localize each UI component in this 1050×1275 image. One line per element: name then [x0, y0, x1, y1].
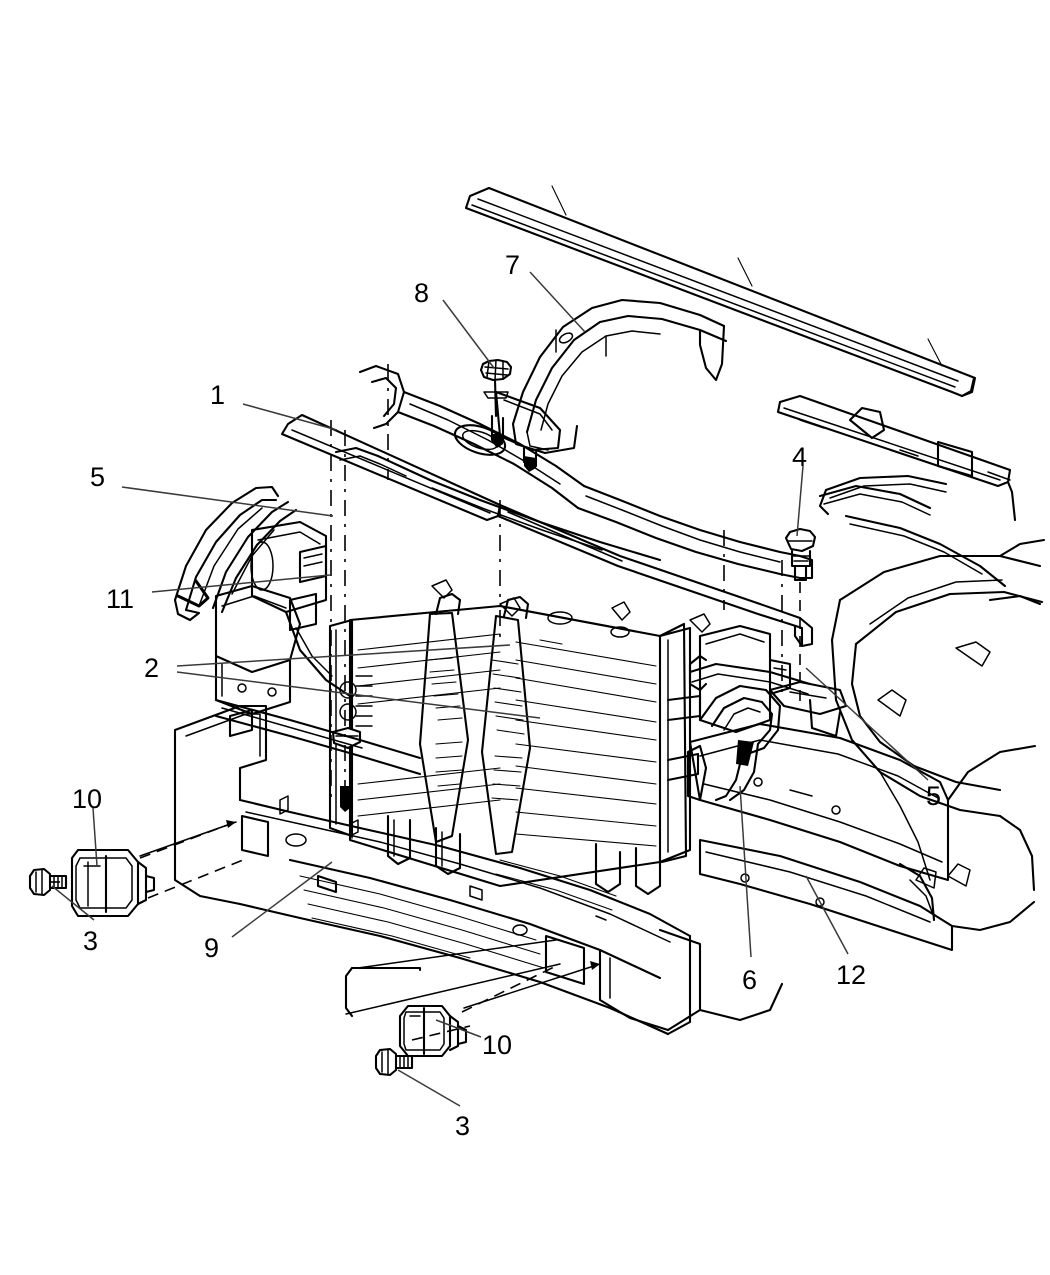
alignment-dashed-lines [330, 364, 783, 800]
callout-label-6: 6 [742, 965, 758, 995]
callout-label-3-right: 3 [455, 1111, 471, 1141]
callout-label-4: 4 [792, 442, 808, 472]
part-5-left-grille-reinforcement [173, 485, 280, 622]
upper-right-reinforcement [818, 474, 948, 516]
callout-label-5-left: 5 [90, 462, 106, 492]
part-12-frame-rail-and-supports [686, 662, 954, 952]
part-8-push-pin-retainer [479, 358, 513, 448]
callout-label-1: 1 [210, 380, 226, 410]
part-1-upper-crossmember [280, 413, 814, 648]
callout-label-3-left: 3 [83, 926, 99, 956]
part-10-right-fog-lamp [344, 965, 557, 1077]
right-body-structure [776, 394, 1017, 588]
part-7-upper-tie-bar [464, 185, 977, 398]
callout-label-9: 9 [204, 933, 220, 963]
upper-cowl-details [214, 364, 814, 776]
callout-label-10-right: 10 [482, 1030, 513, 1060]
part-7-arched-support [511, 298, 728, 455]
callout-label-10-left: 10 [72, 784, 103, 814]
callout-label-2: 2 [144, 653, 160, 683]
callout-label-5-right: 5 [926, 781, 942, 811]
part-2-radiator-condenser [328, 592, 702, 896]
callout-label-12: 12 [836, 960, 867, 990]
callout-label-7: 7 [505, 250, 521, 280]
assembly-arrow-leaders [139, 820, 601, 1015]
callout-leader-lines [51, 271, 929, 1107]
callout-label-11: 11 [106, 584, 135, 614]
callout-label-8: 8 [414, 278, 430, 308]
part-10-left-fog-lamp [28, 823, 249, 918]
part-5-right-fender-panel [830, 538, 1046, 932]
